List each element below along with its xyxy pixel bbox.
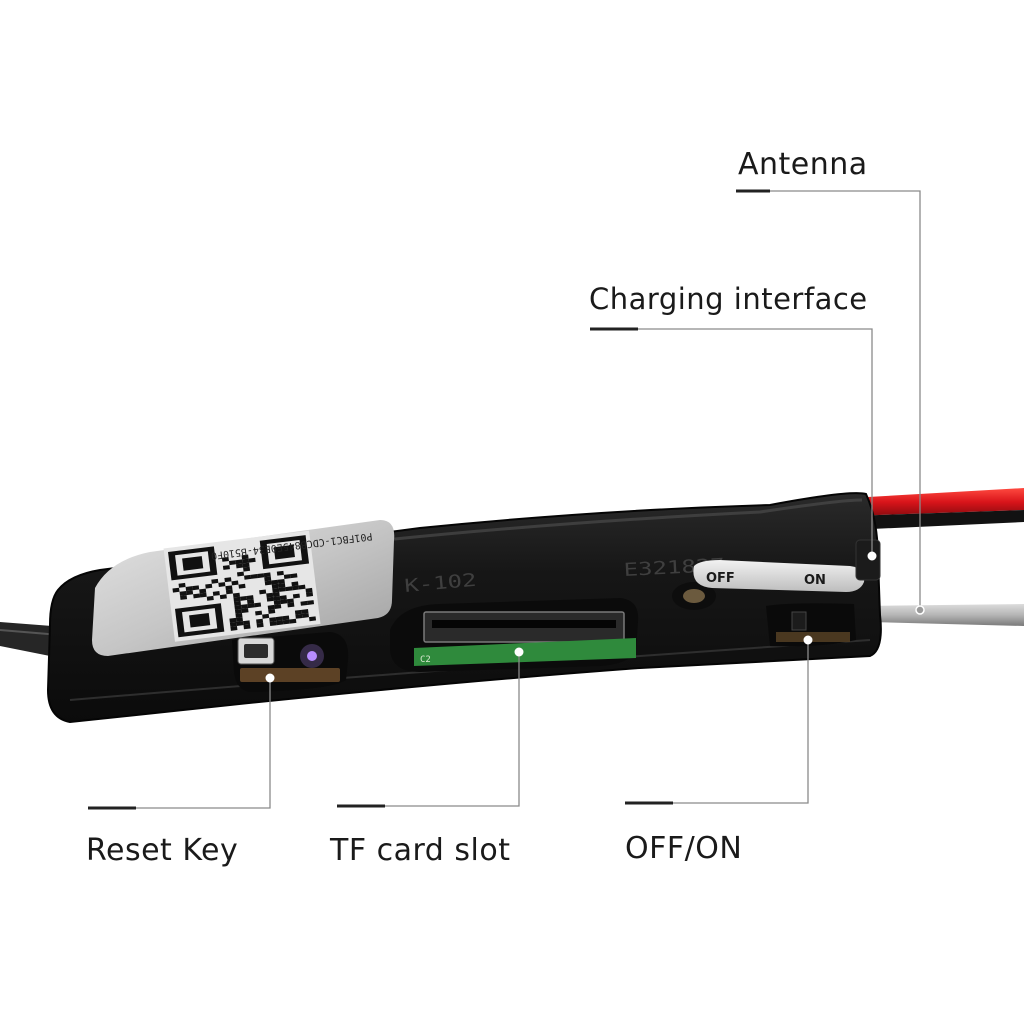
reset-key-label: Reset Key [86,833,239,868]
tf-slot-opening [432,620,616,628]
charging-leader [590,328,873,556]
leader-accents [88,189,770,810]
tf-leader [337,652,520,807]
charging-dot [867,551,877,561]
black-wire [850,510,1024,530]
tf-pcb [414,638,636,666]
charging-port [855,539,881,581]
switch-leader [625,640,809,804]
wires [850,488,1024,626]
status-led [307,651,317,661]
antenna-leader [736,190,921,610]
tf-dot [514,647,524,657]
reset-leader [88,678,271,809]
off-on-label: OFF/ON [625,831,743,866]
tf-card-slot: C2 [390,598,639,672]
switch-hole [683,589,705,603]
leader-dots [265,551,925,683]
reset-pcb [240,668,340,682]
tf-pcb-marking: C2 [420,655,431,665]
switch-dot [803,635,813,645]
switch-off-text: OFF [706,571,735,586]
antenna-wire [860,604,1024,626]
tf-card-slot-label: TF card slot [330,833,511,868]
reset-button-core [244,644,268,658]
status-led-glow [300,644,324,668]
qr-code [163,530,321,642]
switch-on-text: ON [804,573,826,588]
reset-key [232,632,349,692]
switch-pcb [776,632,850,642]
leader-lines [88,190,921,809]
switch-slider [791,611,807,631]
antenna-label: Antenna [738,147,868,182]
antenna-dot [915,605,925,615]
reset-dot [265,673,275,683]
red-wire [850,488,1024,516]
switch-label-plate [693,560,865,592]
charging-interface-label: Charging interface [589,282,868,316]
power-switch: OFF ON [672,560,865,647]
